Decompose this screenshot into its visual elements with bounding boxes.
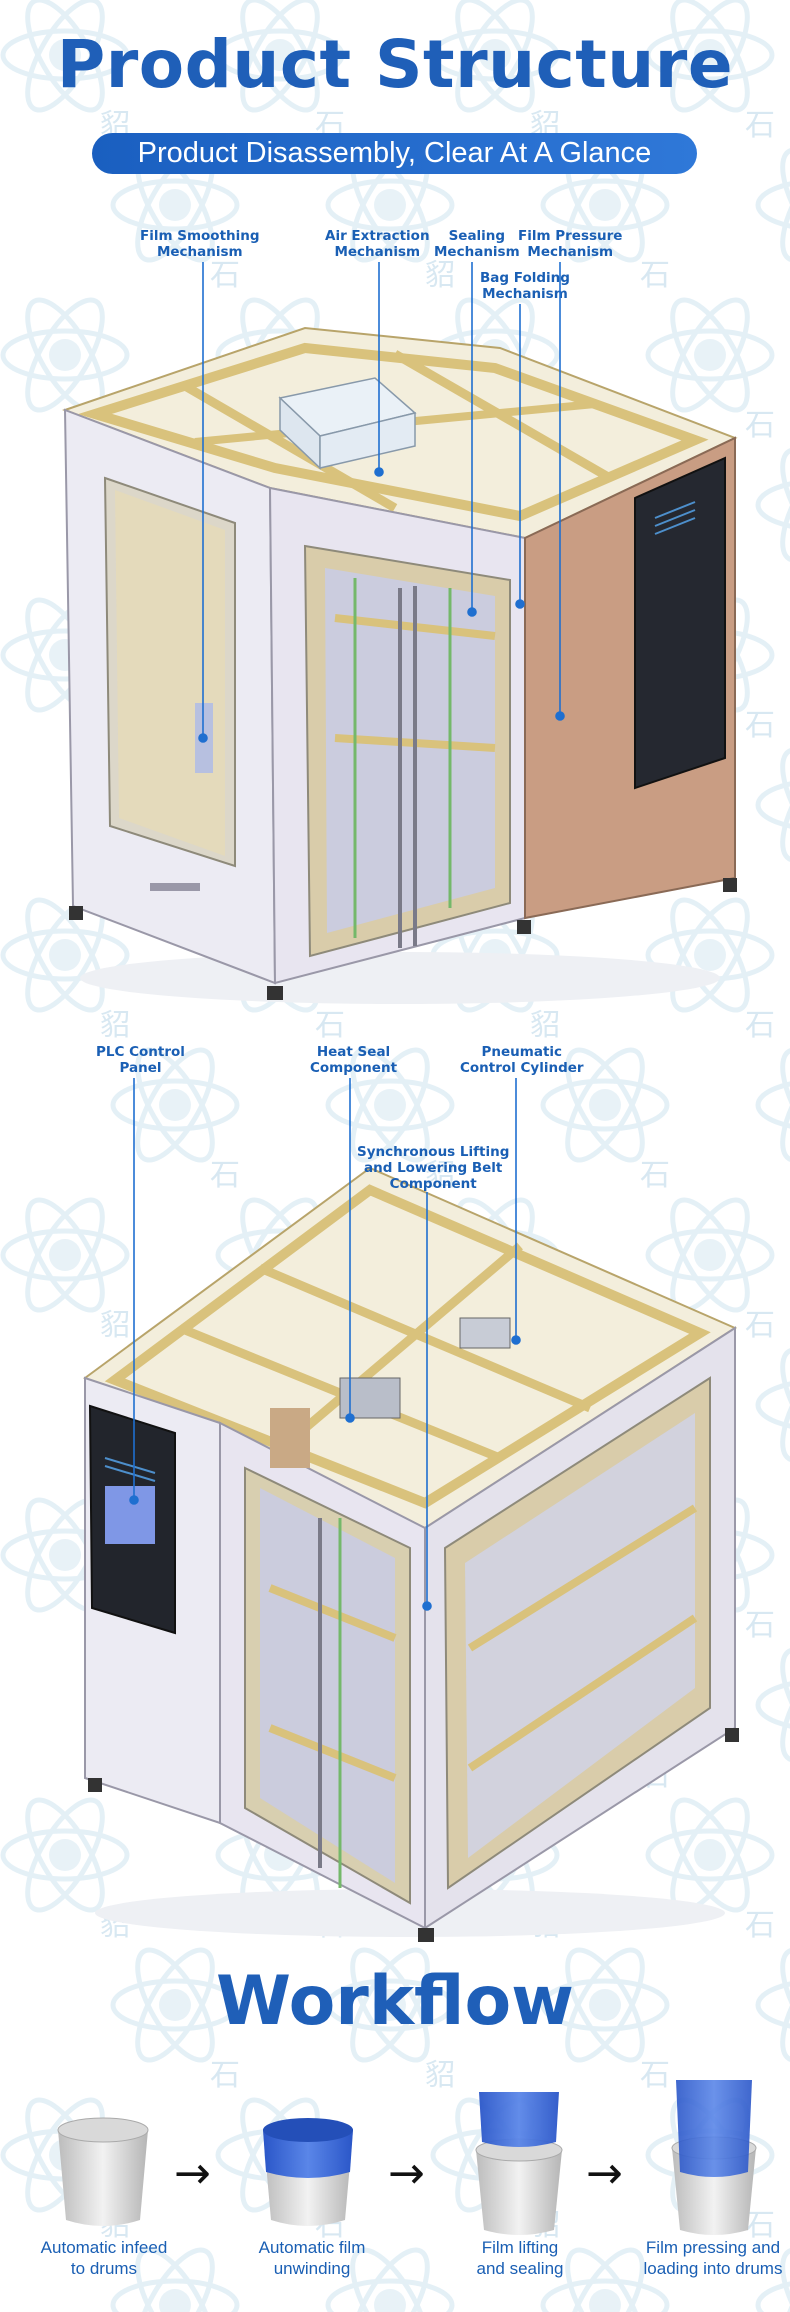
watermark-logo-char: 石	[210, 2058, 240, 2093]
watermark-atom-icon	[540, 1947, 670, 2063]
watermark-logo-char: 貂	[530, 1008, 560, 1043]
watermark-atom-icon	[755, 1347, 790, 1463]
watermark-atom-icon	[755, 1047, 790, 1163]
watermark-logo-char: 石	[640, 2058, 670, 2093]
watermark-logo-char: 石	[640, 1158, 670, 1193]
arrow-icon: →	[174, 2148, 211, 2199]
subtitle-banner: Product Disassembly, Clear At A Glance	[92, 133, 697, 174]
callout-leader-lines-back	[129, 1078, 521, 1611]
film-lift-icon	[475, 2092, 563, 2235]
watermark-logo-char: 石	[745, 1308, 775, 1343]
watermark-atom-icon	[755, 1947, 790, 2063]
watermark-atom-icon	[755, 147, 790, 263]
watermark-atom-icon	[0, 1197, 130, 1313]
watermark-logo-char: 貂	[100, 1308, 130, 1343]
watermark-logo-char: 石	[210, 1158, 240, 1193]
watermark-atom-icon	[540, 2247, 670, 2312]
watermark-atom-icon	[110, 1947, 240, 2063]
watermark-logo-char: 石	[745, 1608, 775, 1643]
watermark-atom-icon	[540, 1047, 670, 1163]
watermark-atom-icon	[325, 1047, 455, 1163]
watermark-atom-icon	[325, 2247, 455, 2312]
callout-leader-lines-front	[198, 262, 565, 743]
watermark-logo-char: 石	[745, 1908, 775, 1943]
watermark-atom-icon	[110, 1047, 240, 1163]
watermark-atom-icon	[755, 747, 790, 863]
watermark-atom-icon	[755, 447, 790, 563]
watermark-atom-icon	[0, 297, 130, 413]
watermark-logo-char: 石	[745, 2208, 775, 2243]
watermark-logo-char: 貂	[100, 1008, 130, 1043]
watermark-atom-icon	[755, 2247, 790, 2312]
watermark-atom-icon	[215, 0, 345, 113]
watermark-logo-char: 石	[210, 258, 240, 293]
machine-back-view	[70, 1168, 750, 1948]
watermark-atom-icon	[0, 1797, 130, 1913]
film-press-icon	[671, 2080, 757, 2235]
watermark-logo-char: 貂	[425, 258, 455, 293]
watermark-logo-char: 石	[640, 258, 670, 293]
watermark-logo-char: 石	[745, 108, 775, 143]
arrow-icon: →	[586, 2148, 623, 2199]
watermark-atom-icon	[430, 0, 560, 113]
watermark-logo-char: 貂	[425, 2058, 455, 2093]
watermark-atom-icon	[325, 1947, 455, 2063]
drum-icon	[57, 2117, 149, 2226]
watermark-logo-char: 石	[315, 1008, 345, 1043]
watermark-logo-char: 石	[745, 708, 775, 743]
watermark-atom-icon	[755, 1647, 790, 1763]
watermark-logo-char: 石	[745, 1008, 775, 1043]
workflow-icons	[57, 2080, 757, 2235]
watermark-atom-icon	[110, 2247, 240, 2312]
watermark-atom-icon	[645, 0, 775, 113]
drum-film-icon	[263, 2118, 353, 2226]
machine-front-view	[55, 318, 745, 1018]
workflow-title: Workflow	[216, 1962, 574, 2041]
page-title: Product Structure	[56, 26, 734, 103]
watermark-atom-icon	[0, 897, 130, 1013]
watermark-atom-icon	[645, 297, 775, 413]
watermark-logo-char: 石	[745, 408, 775, 443]
watermark-atom-icon	[0, 0, 130, 113]
watermark-logo-char: 貂	[425, 1158, 455, 1193]
arrow-icon: →	[388, 2148, 425, 2199]
